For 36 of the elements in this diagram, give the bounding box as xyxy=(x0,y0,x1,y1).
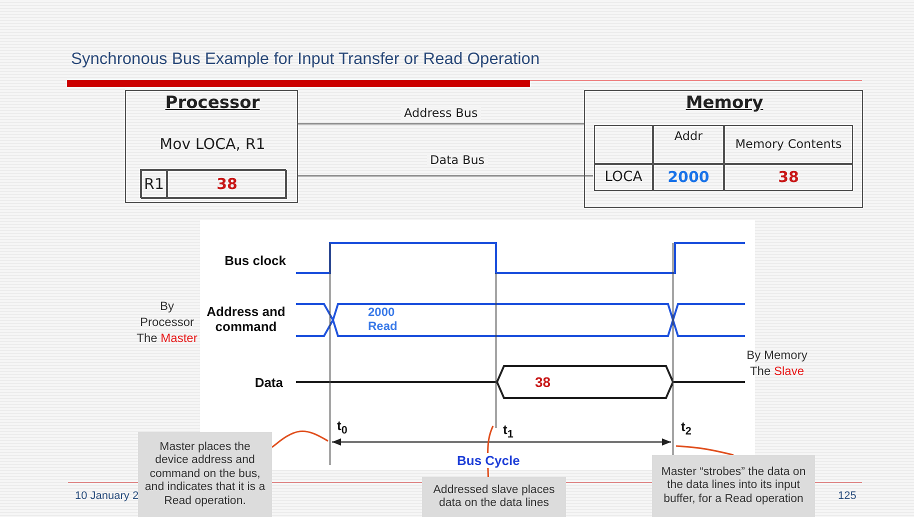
slide-title: Synchronous Bus Example for Input Transfer or Read Operation xyxy=(71,50,540,69)
time-marker: t$_{1}$ xyxy=(503,422,514,441)
bus-line xyxy=(298,175,594,176)
memory-value: 38 xyxy=(724,164,853,191)
column-header: Memory Contents xyxy=(724,125,853,164)
memory-table xyxy=(594,125,853,191)
component-heading: Memory xyxy=(684,94,764,114)
memory-box xyxy=(584,90,863,208)
time-marker: t$_{0}$ xyxy=(337,418,348,437)
leader-line xyxy=(676,445,734,456)
edge-label: Address Bus xyxy=(401,106,481,120)
column-header: Addr xyxy=(653,125,724,164)
callout-text: Master “strobes” the data on the data lines into its input buffer, for a Read operation xyxy=(652,455,815,517)
signal-name: Bus clock xyxy=(224,253,286,268)
callout-text: Addressed slave places data on the data lines xyxy=(422,477,566,517)
signal-name: Data xyxy=(254,375,283,390)
page-number: 125 xyxy=(838,490,858,502)
edge-label: Data Bus xyxy=(427,153,488,167)
address-value: 2000 xyxy=(653,164,724,191)
instruction-text: Mov LOCA, R1 xyxy=(158,136,266,154)
signal-value: 38 xyxy=(535,374,552,390)
register-value: 38 xyxy=(167,170,287,199)
bus-line xyxy=(298,123,584,124)
time-marker: t$_{2}$ xyxy=(681,419,692,438)
leader-line xyxy=(272,430,328,448)
footer-date: 10 January 2 xyxy=(75,490,140,502)
address-label: LOCA xyxy=(594,164,653,191)
driver-note: By Processor The Master xyxy=(136,298,198,346)
driver-note: By Memory The Slave xyxy=(746,347,808,379)
callout-text: Master places the device address and command on the bus, and indicates that it is a Read operation. xyxy=(138,432,272,517)
processor-box xyxy=(125,90,298,203)
signal-name: Address and command xyxy=(206,304,286,334)
signal-value: 2000 Read xyxy=(368,305,398,333)
component-heading: Processor xyxy=(164,94,261,114)
register-name: R1 xyxy=(141,170,167,199)
register-table xyxy=(140,169,286,198)
